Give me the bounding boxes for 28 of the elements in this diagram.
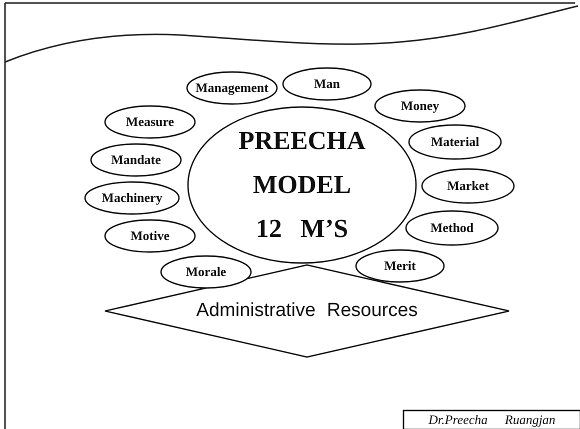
- node-label: Motive: [130, 228, 170, 244]
- oval-node: [84, 181, 180, 215]
- oval-node: [90, 143, 182, 177]
- oval-node: [405, 210, 499, 246]
- node-label: Money: [400, 98, 440, 114]
- oval-node: [160, 255, 252, 289]
- signature-box: [403, 410, 580, 429]
- oval-node: [186, 71, 278, 105]
- node-label: PREECHA MODEL 12 M’S: [237, 125, 367, 245]
- oval-node: [408, 124, 502, 160]
- node-label: Material: [430, 134, 480, 150]
- node-label: Management: [196, 80, 268, 96]
- node-label: Machinery: [102, 190, 162, 206]
- oval-node: [104, 105, 196, 139]
- node-label: Administrative Resources: [196, 300, 418, 322]
- node-label: Man: [314, 76, 340, 92]
- node-label: Mandate: [111, 152, 161, 168]
- author-name: Dr.Preecha Ruangjan: [428, 412, 556, 428]
- node-label: Merit: [384, 258, 416, 274]
- oval-node: [374, 89, 466, 123]
- node-label: Measure: [126, 114, 174, 130]
- node-label: Market: [447, 178, 489, 194]
- oval-node: [355, 249, 445, 283]
- oval-node: [104, 219, 196, 253]
- node-label: Morale: [186, 264, 226, 280]
- oval-node: [282, 67, 372, 101]
- oval-node: [421, 168, 515, 204]
- node-label: Method: [430, 220, 474, 236]
